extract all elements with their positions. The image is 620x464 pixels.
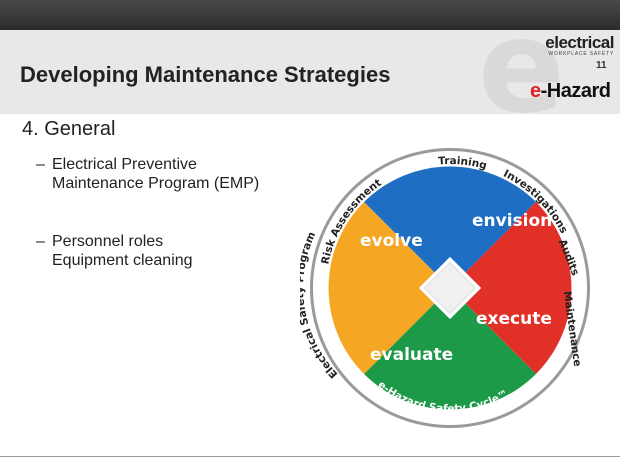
bullet-dash: – xyxy=(36,233,45,250)
bullet-heading: 4. General xyxy=(22,118,116,140)
header-background xyxy=(0,30,620,114)
page-number: 11 xyxy=(596,60,607,71)
label-envision: envision xyxy=(472,211,552,231)
bullet-item-emp: – Electrical Preventive Maintenance Prog… xyxy=(36,155,282,193)
bullet-text: Electrical Preventive Maintenance Progra… xyxy=(52,156,260,192)
logo-hazard-text: -Hazard xyxy=(540,80,611,102)
label-evolve: evolve xyxy=(360,231,423,251)
quadrant-execute xyxy=(450,202,572,374)
quadrant-evaluate xyxy=(364,288,536,410)
slide-title: Developing Maintenance Strategies xyxy=(20,62,391,87)
logo-brand: electrical xyxy=(545,33,614,52)
center-diamond-inner xyxy=(423,261,477,315)
safety-cycle-diagram: envision execute evaluate evolve Risk As… xyxy=(300,148,590,428)
bullet-item-personnel: – Personnel roles Equipment cleaning xyxy=(36,232,202,270)
quadrant-evolve xyxy=(328,202,450,374)
ehazard-logo: e-Hazard xyxy=(530,80,611,103)
electrical-logo: electrical WORKPLACE SAFETY xyxy=(545,34,614,57)
bottom-divider xyxy=(0,456,620,457)
top-bar xyxy=(0,0,620,30)
label-execute: execute xyxy=(476,309,552,329)
quadrant-envision xyxy=(364,166,536,288)
logo-tagline: WORKPLACE SAFETY xyxy=(548,51,614,57)
label-evaluate: evaluate xyxy=(370,345,453,365)
logo-e-mark: e xyxy=(530,80,541,102)
bullet-text: Personnel roles Equipment cleaning xyxy=(52,233,193,269)
bullet-dash: – xyxy=(36,156,45,173)
background-e-letter: e xyxy=(478,0,565,142)
